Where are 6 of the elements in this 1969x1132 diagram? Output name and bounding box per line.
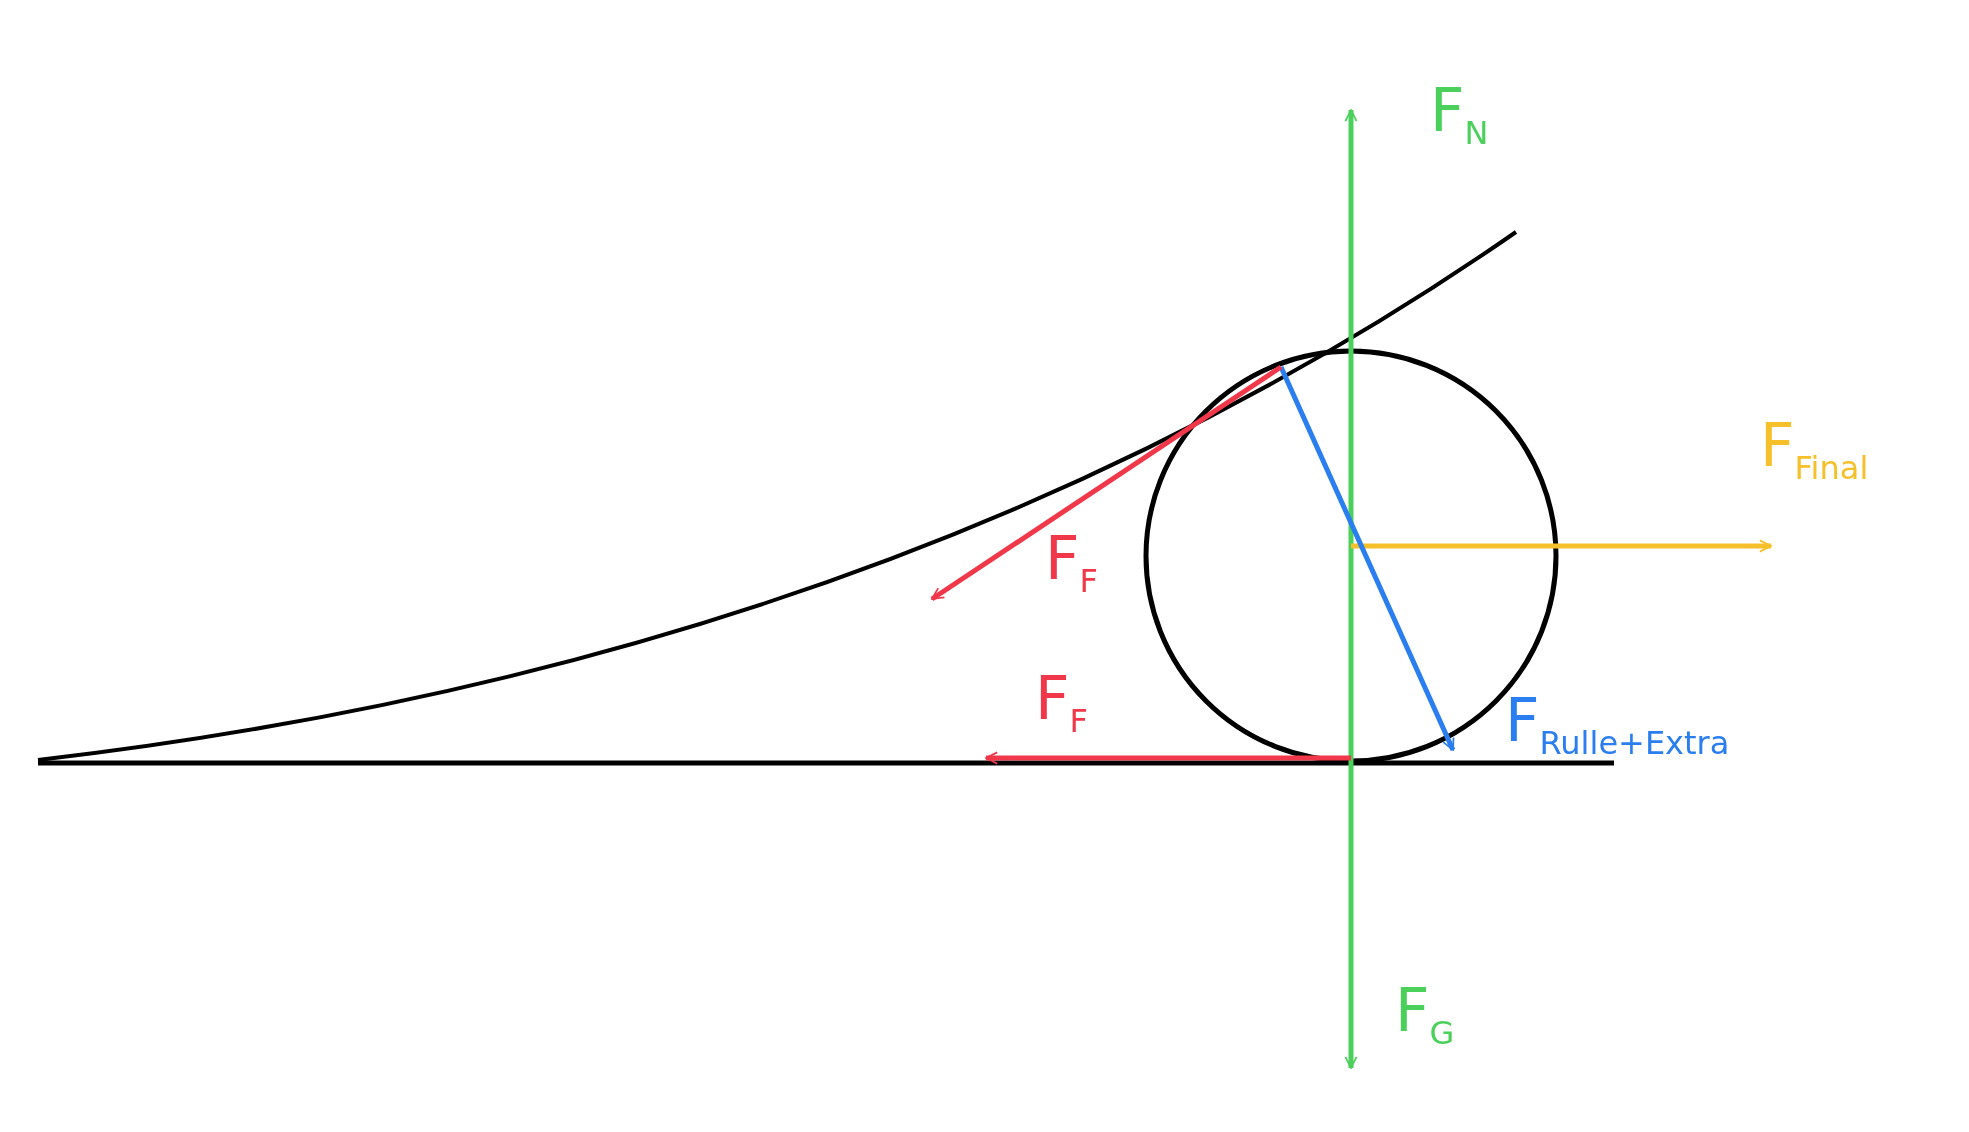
force-label: F$_{F}$ — [1035, 668, 1088, 737]
force-label: F$_{Final}$ — [1760, 415, 1869, 484]
force-label: F$_{Rulle+Extra}$ — [1505, 690, 1730, 759]
force-label: F$_{N}$ — [1430, 80, 1489, 149]
force-label: F$_{F}$ — [1045, 528, 1098, 597]
force-label: F$_{G}$ — [1395, 980, 1455, 1049]
